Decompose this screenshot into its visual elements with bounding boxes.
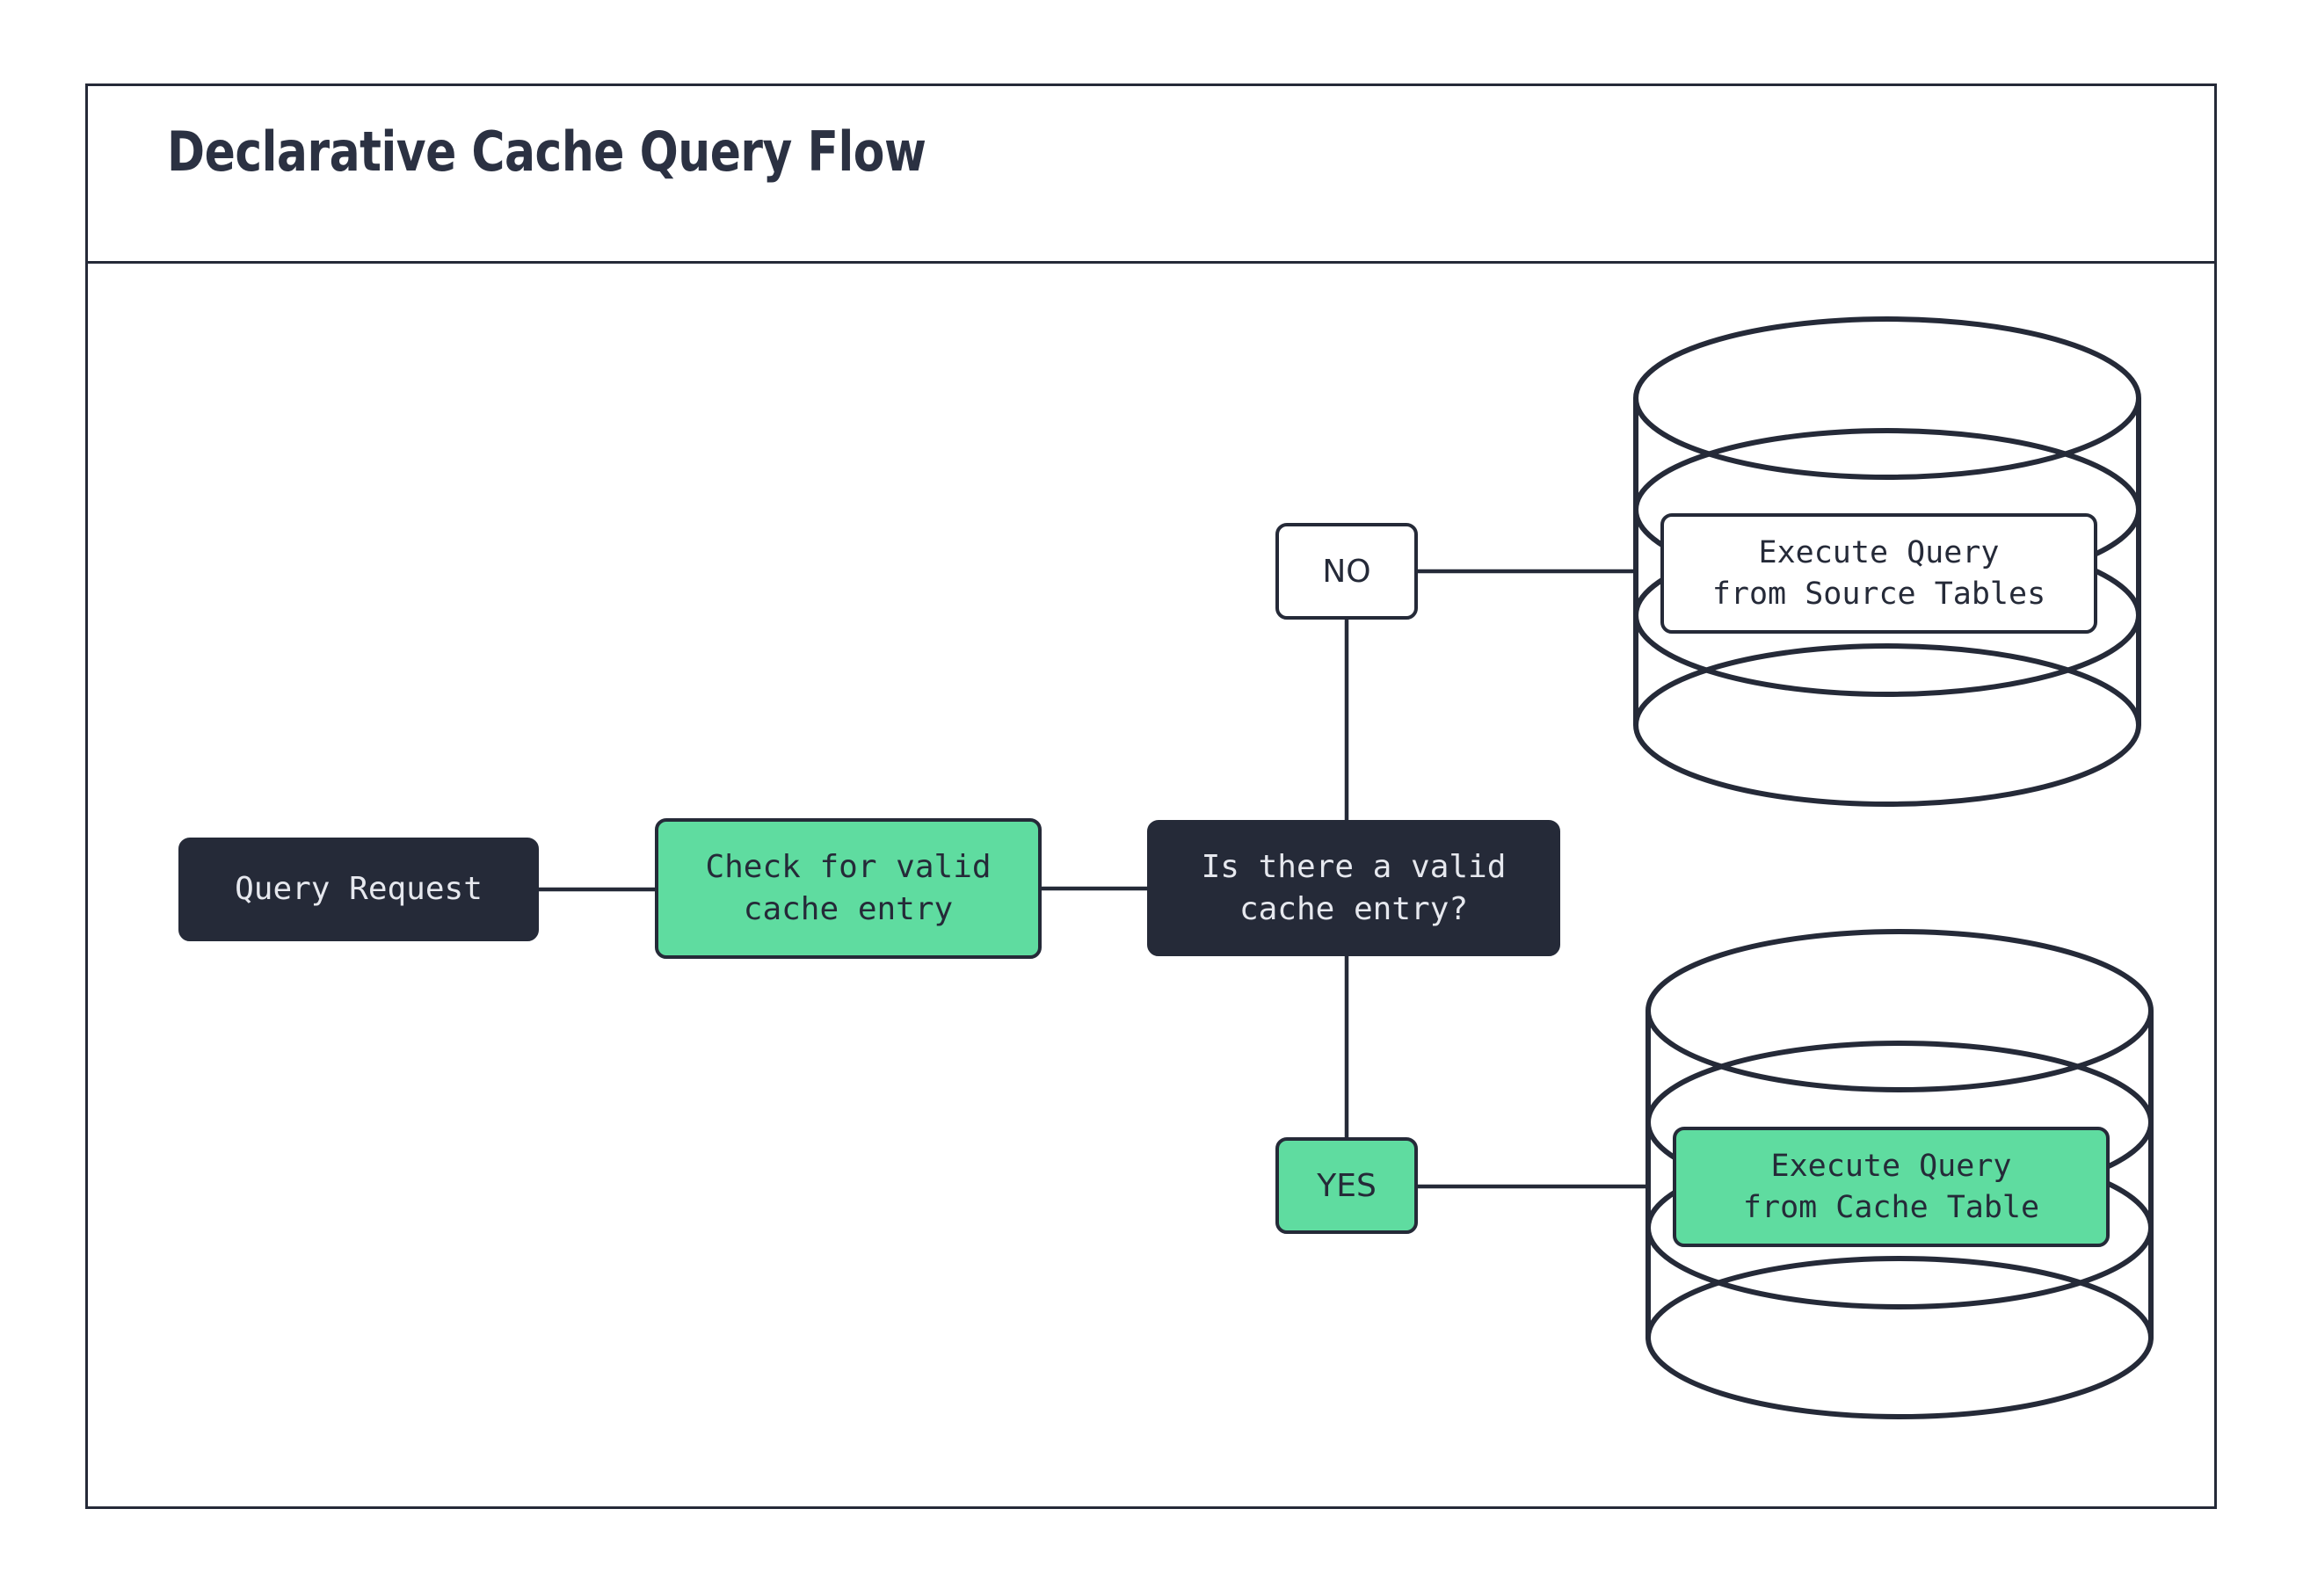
node-check-for-valid-cache-entry[interactable]: Check for valid cache entry [655,818,1042,959]
node-query-request[interactable]: Query Request [178,838,539,941]
page-title: Declarative Cache Query Flow [167,120,926,184]
node-execute-query-from-source-tables[interactable]: Execute Query from Source Tables [1660,513,2097,634]
diagram-frame [85,83,2217,1509]
diagram-header-bar [85,83,2217,264]
edge-label-yes[interactable]: YES [1275,1137,1418,1234]
node-execute-query-from-cache-table[interactable]: Execute Query from Cache Table [1673,1127,2110,1247]
node-is-there-a-valid-cache-entry[interactable]: Is there a valid cache entry? [1147,820,1560,956]
edge-label-no[interactable]: NO [1275,523,1418,620]
